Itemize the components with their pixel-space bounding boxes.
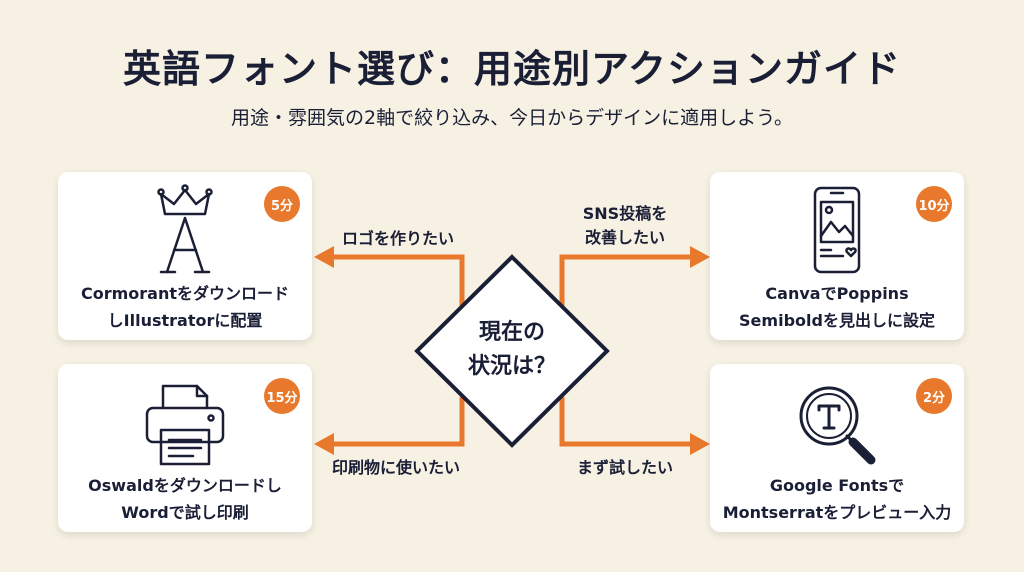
card-logo: 5分 Cormorantをダウンロード しIllustratorに配置: [58, 172, 312, 340]
decision-question: 現在の 状況は？: [467, 320, 556, 379]
time-badge: 15分: [264, 378, 300, 414]
time-badge: 10分: [916, 186, 952, 222]
card-sns: 10分 CanvaでPoppins Semiboldを見出しに設定: [710, 172, 964, 340]
smartphone-image-icon: [807, 186, 867, 280]
arrowhead-print: [314, 433, 334, 455]
time-badge: 2分: [916, 378, 952, 414]
branch-label-sns: SNS投稿を 改善したい: [582, 204, 668, 247]
connector-sns: [559, 254, 693, 306]
arrowhead-logo: [314, 246, 334, 268]
branch-label-print: 印刷物に使いたい: [331, 458, 460, 477]
card-text: CanvaでPoppins Semiboldを見出しに設定: [739, 284, 935, 330]
arrowhead-try: [690, 433, 710, 455]
branch-label-logo: ロゴを作りたい: [341, 229, 454, 248]
connector-try: [559, 397, 693, 447]
page-subtitle: 用途・雰囲気の2軸で絞り込み、今日からデザインに適用しよう。: [231, 107, 793, 129]
time-badge: 5分: [264, 186, 300, 222]
crown-letter-a-icon: [145, 184, 225, 284]
card-try: 2分 Google Fontsで Montserratをプレビュー入力: [710, 364, 964, 532]
card-text: Cormorantをダウンロード しIllustratorに配置: [80, 284, 290, 330]
card-print: 15分 Oswaldをダウンロードし Wordで試し印刷: [58, 364, 312, 532]
printer-icon: [143, 382, 227, 472]
arrowhead-sns: [690, 246, 710, 268]
connector-print: [330, 397, 465, 447]
magnifier-letter-t-icon: [795, 382, 879, 470]
card-text: Google Fontsで Montserratをプレビュー入力: [722, 476, 952, 522]
branch-label-try: まず試したい: [576, 458, 673, 477]
page-title: 英語フォント選び：用途別アクションガイド: [122, 47, 902, 91]
decision-diamond: [414, 254, 610, 448]
connector-logo: [330, 254, 465, 306]
card-text: Oswaldをダウンロードし Wordで試し印刷: [88, 476, 282, 522]
